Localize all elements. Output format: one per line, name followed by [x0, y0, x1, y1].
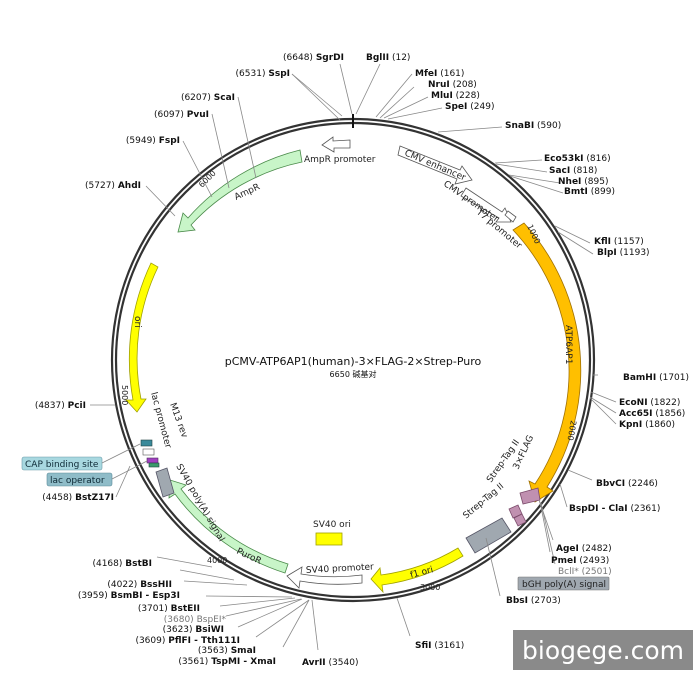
lac-operator-feature [146, 457, 159, 464]
lac-operator-label-box [46, 472, 113, 487]
sv40-promoter-feature [286, 566, 363, 589]
label-ampr-promoter: AmpR promoter [304, 155, 376, 165]
site-sspi: (6531) SspI [236, 69, 290, 79]
tick-4000: 4000 [207, 556, 227, 565]
site-smai: (3563) SmaI [198, 646, 256, 656]
leader-lines [90, 63, 617, 651]
site-bbsi: BbsI (2703) [506, 596, 561, 606]
site-econi: EcoNI (1822) [619, 398, 680, 408]
site-bsiwi: (3623) BsiWI [163, 625, 224, 635]
watermark-box [513, 630, 693, 670]
site-bspdi-clai: BspDI - ClaI (2361) [569, 504, 660, 514]
site-bcli: BclI* (2501) [558, 567, 612, 577]
site-bstz17i: (4458) BstZ17I [42, 493, 114, 503]
site-bglii: BglII (12) [366, 53, 410, 63]
site-bsteii: (3701) BstEII [138, 604, 200, 614]
bgh-label-box [517, 576, 610, 591]
site-eco53ki: Eco53kI (816) [544, 154, 611, 164]
site-bbvci: BbvCI (2246) [596, 479, 658, 489]
tick-2000: 2000 [565, 420, 577, 442]
site-acc65i: Acc65I (1856) [619, 409, 685, 419]
map-title: pCMV-ATP6AP1(human)-3×FLAG-2×Strep-Puro [225, 355, 482, 368]
site-fspi: (5949) FspI [126, 136, 180, 146]
label-sv40-promoter: SV40 promoter [306, 562, 375, 576]
label-strep-2: Strep-Tag II [462, 482, 507, 522]
site-bstbi: (4168) BstBI [92, 559, 152, 569]
bgh-feature [465, 517, 512, 554]
ori-feature [125, 262, 159, 413]
flag-feature [519, 487, 541, 505]
cmv-promoter-feature [460, 187, 512, 223]
site-kfli: KflI (1157) [594, 237, 644, 247]
site-agei: AgeI (2482) [556, 544, 612, 554]
sv40-ori-feature [315, 532, 343, 546]
label-sv40-ori: SV40 ori [313, 520, 351, 530]
site-bsshii: (4022) BssHII [107, 580, 172, 590]
site-pflfi-tth111i: (3609) PflFI - Tth111I [135, 636, 240, 646]
m13-feature [148, 462, 160, 468]
site-spei: SpeI (249) [445, 102, 494, 112]
site-sgrdi: (6648) SgrDI [283, 53, 344, 63]
tick-6000: 6000 [197, 169, 218, 190]
cap-label-box [21, 456, 103, 471]
site-nrui: NruI (208) [428, 80, 477, 90]
site-mlui: MluI (228) [431, 91, 480, 101]
label-bgh: bGH poly(A) signal [522, 580, 606, 590]
sv40-polya-feature [155, 467, 175, 498]
restriction-site-labels: (6648) SgrDI BglII (12) (6531) SspI MfeI… [35, 53, 689, 668]
site-kpni: KpnI (1860) [619, 420, 675, 430]
ampr-promoter-feature [321, 136, 351, 153]
label-cap: CAP binding site [25, 460, 99, 470]
site-ahdi: (5727) AhdI [85, 181, 141, 191]
cmv-enhancer-feature [397, 145, 473, 185]
site-bsmbi-esp3i: (3959) BsmBI - Esp3I [78, 591, 180, 601]
site-bspei: (3680) BspEI* [164, 615, 227, 625]
label-cmv-enhancer: CMV enhancer [403, 149, 467, 184]
site-pcii: (4837) PciI [35, 401, 86, 411]
site-snabi: SnaBI (590) [505, 121, 561, 131]
site-saci: SacI (818) [549, 166, 597, 176]
label-lac-operator: lac operator [50, 476, 105, 486]
site-pvui: (6097) PvuI [154, 110, 209, 120]
puror-feature [168, 479, 289, 574]
label-sv40-polya: SV40 poly(A) signal [173, 463, 226, 544]
site-pmei: PmeI (2493) [551, 556, 609, 566]
site-tspmi-xmai: (3561) TspMI - XmaI [178, 657, 276, 667]
tick-5000: 5000 [120, 385, 129, 405]
lac-promoter-feature [142, 448, 155, 456]
label-m13rev: M13 rev [167, 402, 189, 440]
site-bamhi: BamHI (1701) [623, 373, 689, 383]
t7-promoter-feature [504, 210, 517, 223]
site-sfii: SfiI (3161) [415, 641, 464, 651]
site-avrii: AvrII (3540) [302, 658, 358, 668]
label-ori: ori [132, 316, 142, 328]
watermark-text: biogege.com [522, 636, 684, 665]
site-nhei: NheI (895) [558, 177, 608, 187]
f1-ori-feature [370, 547, 464, 594]
site-mfei: MfeI (161) [415, 69, 464, 79]
tick-3000: 3000 [420, 583, 440, 592]
map-subtitle: 6650 碱基对 [330, 369, 377, 379]
site-bmti: BmtI (899) [564, 187, 615, 197]
cap-binding-feature [140, 439, 153, 447]
label-f1-ori: f1 ori [409, 565, 434, 581]
site-scai: (6207) ScaI [181, 93, 235, 103]
label-atp6ap1: ATP6AP1 [563, 325, 573, 364]
strep-tag-2-feature [513, 513, 527, 527]
site-blpi: BlpI (1193) [597, 248, 650, 258]
ampr-feature [177, 149, 303, 233]
